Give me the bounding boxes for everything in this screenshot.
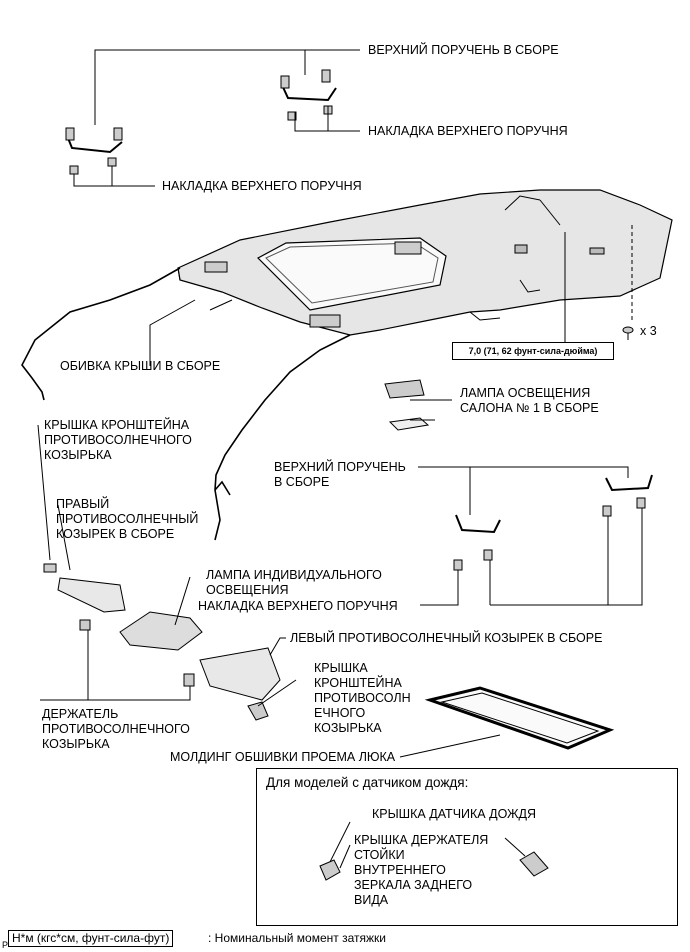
label-upper-grip-cover-top: НАКЛАДКА ВЕРХНЕГО ПОРУЧНЯ [368,124,568,138]
rain-sensor-inset-title: Для моделей с датчиком дождя: [266,775,469,790]
rain-sensor-cover-part [319,859,341,881]
label-room-lamp: ЛАМПА ОСВЕЩЕНИЯ САЛОНА № 1 В СБОРЕ [460,386,599,415]
corner-code: P [2,940,9,950]
upper-grip-top-left [65,127,123,175]
label-right-visor: ПРАВЫЙ ПРОТИВОСОЛНЕЧНЫЙ КОЗЫРЕК В СБОРЕ [56,497,199,541]
label-left-visor: ЛЕВЫЙ ПРОТИВОСОЛНЕЧНЫЙ КОЗЫРЕК В СБОРЕ [290,631,603,645]
legend-key-box: Н*м (кгс*см, фунт-сила-фут) [8,930,174,947]
rain-sensor-inset [256,768,678,926]
label-mirror-stay-cover: КРЫШКА ДЕРЖАТЕЛЯ СТОЙКИ ВНУТРЕННЕГО ЗЕРК… [354,833,489,907]
roof-headlining-panel [177,189,673,336]
label-roof-headlining: ОБИВКА КРЫШИ В СБОРЕ [60,359,221,373]
label-visor-holder: ДЕРЖАТЕЛЬ ПРОТИВОСОЛНЕЧНОГО КОЗЫРЬКА [42,707,190,751]
sunroof-molding-part [424,686,615,750]
torque-spec-box: 7,0 (71, 62 фунт-сила-дюйма) [452,342,614,360]
legend-text: : Номинальный момент затяжки [208,931,386,945]
label-qty-x3: x 3 [640,324,657,338]
label-upper-grip-top: ВЕРХНИЙ ПОРУЧЕНЬ В СБОРЕ [368,43,559,57]
label-sunroof-molding: МОЛДИНГ ОБШИВКИ ПРОЕМА ЛЮКА [170,750,396,764]
label-upper-grip-cover-right: НАКЛАДКА ВЕРХНЕГО ПОРУЧНЯ [198,599,398,613]
personal-lamp-part [119,611,203,651]
label-rain-sensor-cover: КРЫШКА ДАТЧИКА ДОЖДЯ [372,807,537,821]
wire-harness [21,267,351,541]
bolt-part [622,326,634,340]
label-personal-lamp: ЛАМПА ИНДИВИДУАЛЬНОГО ОСВЕЩЕНИЯ [206,568,382,597]
mirror-stay-cover-part [519,851,549,877]
label-visor-bracket-cover-center: КРЫШКА КРОНШТЕЙНА ПРОТИВОСОЛН ЕЧНОГО КОЗ… [314,661,411,735]
label-upper-grip-cover-left: НАКЛАДКА ВЕРХНЕГО ПОРУЧНЯ [162,179,362,193]
label-visor-bracket-cover-left: КРЫШКА КРОНШТЕЙНА ПРОТИВОСОЛНЕЧНОГО КОЗЫ… [44,418,192,462]
label-upper-grip-right: ВЕРХНИЙ ПОРУЧЕНЬ В СБОРЕ [274,460,406,489]
upper-grip-right-a [453,514,501,571]
upper-grip-right-b [602,474,653,517]
right-sunvisor-part [43,563,126,631]
room-lamp-part [384,379,430,431]
left-sunvisor-part [183,647,281,721]
leader-lines [37,49,643,869]
